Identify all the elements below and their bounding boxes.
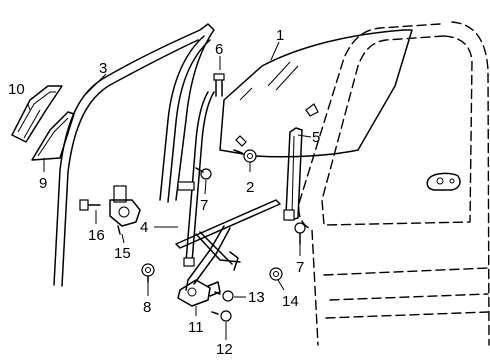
callout-7-right: 7 — [296, 259, 304, 276]
bolt-2 — [233, 149, 257, 163]
bolt-14 — [269, 267, 283, 281]
quarter-glass — [31, 111, 75, 161]
quarter-glass-frame — [11, 85, 63, 143]
callout-16: 16 — [88, 227, 105, 244]
callout-1: 1 — [276, 27, 284, 44]
front-guide-channel — [283, 127, 303, 221]
callout-14: 14 — [282, 293, 299, 310]
bolt-7c — [294, 222, 306, 245]
leader-lines — [27, 41, 312, 340]
glass-run-channel — [53, 23, 215, 287]
callout-6: 6 — [215, 41, 223, 58]
callout-12: 12 — [216, 341, 233, 358]
callout-5: 5 — [312, 129, 320, 146]
callout-8: 8 — [143, 299, 151, 316]
bolt-6 — [213, 73, 225, 97]
callout-9: 9 — [39, 175, 47, 192]
door-glass — [219, 29, 413, 158]
callout-numbers: 1 2 3 4 5 6 7 7 7 8 9 10 11 12 13 14 15 … — [8, 27, 320, 358]
callout-10: 10 — [8, 81, 25, 98]
callout-3: 3 — [99, 60, 107, 77]
callout-15: 15 — [114, 245, 131, 262]
bolt-7a — [195, 167, 212, 180]
window-motor — [109, 185, 141, 235]
callout-13: 13 — [248, 289, 265, 306]
window-regulator — [175, 199, 281, 307]
bolt-16 — [79, 199, 101, 211]
callout-4: 4 — [140, 219, 148, 236]
callout-2: 2 — [246, 179, 254, 196]
bolt-8 — [141, 263, 155, 283]
callout-7-upper: 7 — [200, 197, 208, 214]
rear-guide-channel — [177, 91, 215, 267]
door-shell — [298, 21, 490, 346]
callout-11: 11 — [188, 319, 204, 336]
bolt-13 — [214, 290, 234, 302]
bolt-12 — [211, 310, 232, 322]
